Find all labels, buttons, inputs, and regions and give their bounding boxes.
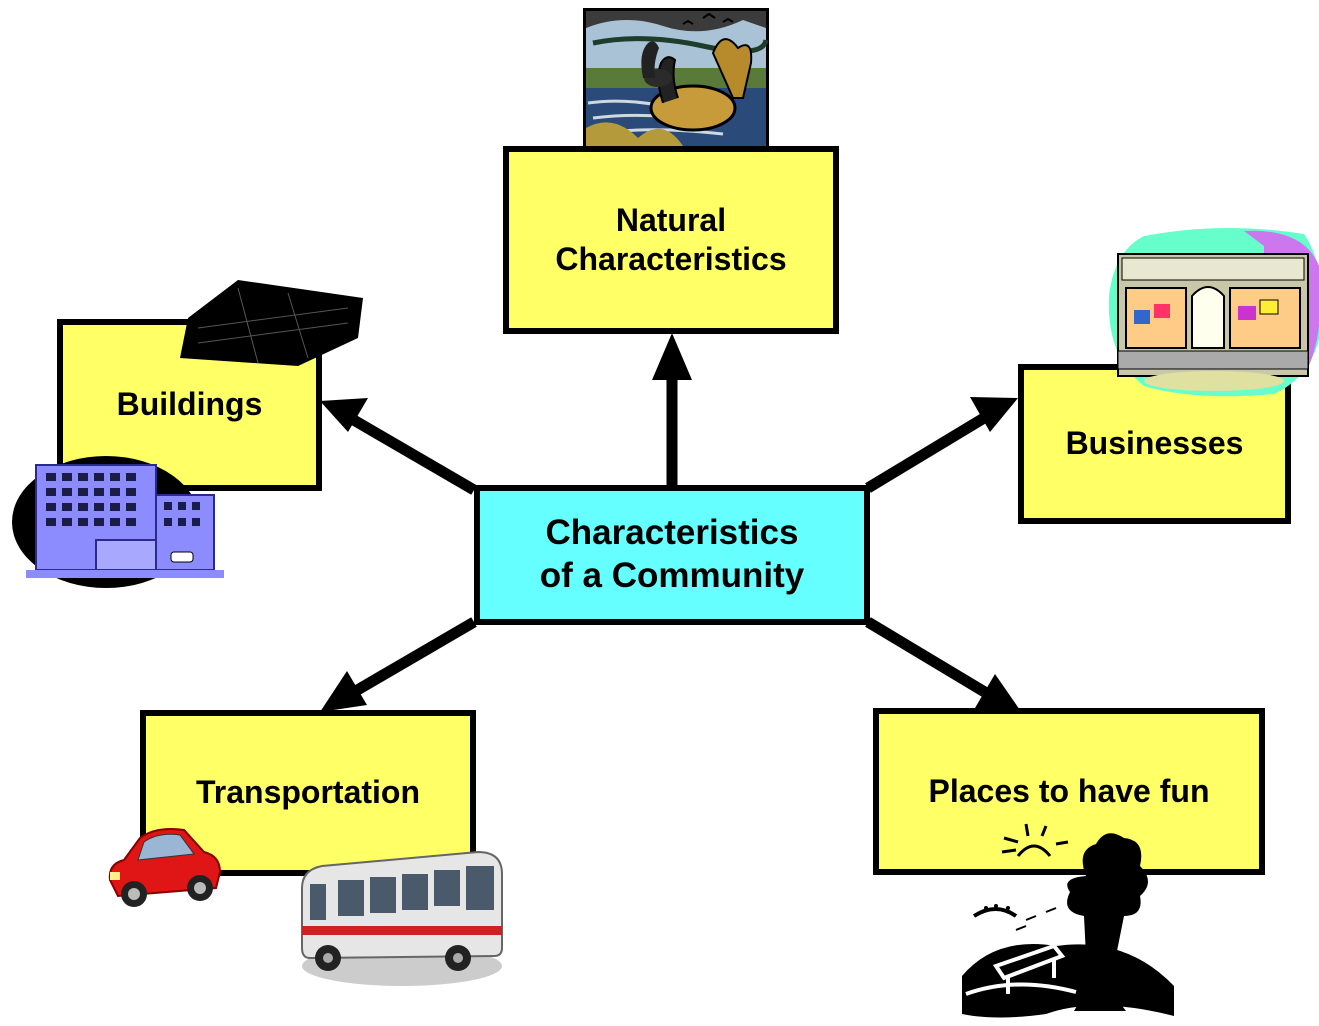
natural-label-line2: Characteristics (555, 241, 787, 277)
arrowhead-buildings (320, 398, 368, 432)
transportation-label: Transportation (195, 774, 420, 811)
arrowhead-businesses (970, 397, 1018, 432)
arrowhead-natural (652, 333, 692, 380)
natural-characteristics-box: Natural Characteristics (503, 146, 839, 334)
buildings-label: Buildings (116, 386, 263, 423)
storefront-clipart (1108, 227, 1319, 397)
fun-label: Places to have fun (928, 772, 1210, 809)
arrow-to-transportation (351, 617, 477, 697)
arrow-to-businesses (865, 413, 987, 493)
office-building-clipart (12, 456, 224, 588)
transportation-box: Transportation (140, 710, 476, 876)
businesses-label: Businesses (1065, 425, 1244, 462)
places-to-have-fun-box: Places to have fun (873, 708, 1265, 875)
arrow-to-fun (865, 617, 991, 699)
arrowhead-fun (975, 674, 1022, 713)
center-title-line1: Characteristics (545, 513, 799, 553)
geese-lake-clipart (583, 8, 769, 148)
center-title-line2: of a Community (539, 556, 805, 595)
rooftop-clipart (180, 280, 363, 366)
arrow-to-buildings (349, 414, 477, 495)
park-bench-tree-clipart (962, 823, 1174, 1018)
center-box: Characteristics of a Community (474, 485, 870, 625)
city-bus-clipart (301, 850, 503, 986)
red-car-clipart (108, 828, 222, 907)
arrowhead-transportation (320, 671, 367, 712)
natural-label-line1: Natural (615, 201, 727, 238)
